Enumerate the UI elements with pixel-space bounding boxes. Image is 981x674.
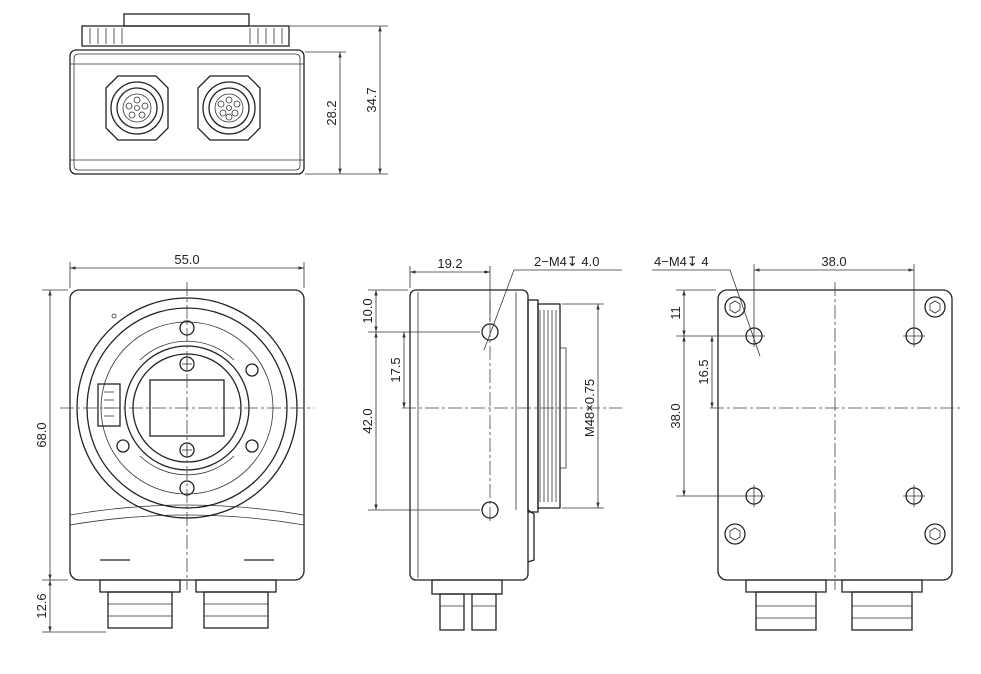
dim-55-0: 55.0 [174, 252, 199, 267]
top-lens-thread [81, 25, 290, 47]
back-thread-callout: 4−M4↧ 4 [654, 254, 709, 269]
lens-thread [537, 303, 561, 509]
dim-28-2: 28.2 [324, 100, 339, 125]
top-thread-lines [89, 28, 283, 44]
dim-42-0: 42.0 [360, 408, 375, 433]
m12-connector-icon [197, 75, 261, 141]
top-body [69, 49, 305, 175]
m12-connector-icon [107, 591, 173, 629]
side-view: 2−M4↧ 4.0 19.2 10.0 42.0 17.5 M48×0.75 [360, 254, 622, 631]
dim-68-0: 68.0 [34, 422, 49, 447]
dim-34-7: 34.7 [364, 87, 379, 112]
top-view: 28.2 34.7 [69, 13, 388, 175]
dim-19-2: 19.2 [437, 256, 462, 271]
dim-12-6: 12.6 [34, 593, 49, 618]
m12-connector-icon [851, 591, 913, 631]
back-view: 4−M4↧ 4 38.0 11 38.0 16.5 [652, 254, 960, 631]
dim-11: 11 [668, 306, 683, 320]
dim-10-0: 10.0 [360, 298, 375, 323]
dim-lens-thread: M48×0.75 [582, 379, 597, 437]
hex-socket-screw-icon [724, 523, 746, 545]
hex-socket-screw-icon [924, 296, 946, 318]
m12-connector-icon [105, 75, 169, 141]
dim-16-5: 16.5 [696, 359, 711, 384]
dim-38-0-horizontal: 38.0 [821, 254, 846, 269]
front-usb-port [97, 383, 121, 427]
side-thread-lines [539, 310, 557, 502]
m12-connector-icon [203, 591, 269, 629]
top-body-inner [73, 53, 301, 171]
dim-38-0-vertical: 38.0 [668, 403, 683, 428]
front-view: 55.0 68.0 12.6 [34, 252, 314, 633]
hex-socket-screw-icon [924, 523, 946, 545]
side-thread-callout: 2−M4↧ 4.0 [534, 254, 599, 269]
side-body [409, 289, 529, 581]
dim-17-5: 17.5 [388, 357, 403, 382]
hex-socket-screw-icon [724, 296, 746, 318]
top-lens-cap [123, 13, 250, 27]
m12-connector-icon [755, 591, 817, 631]
